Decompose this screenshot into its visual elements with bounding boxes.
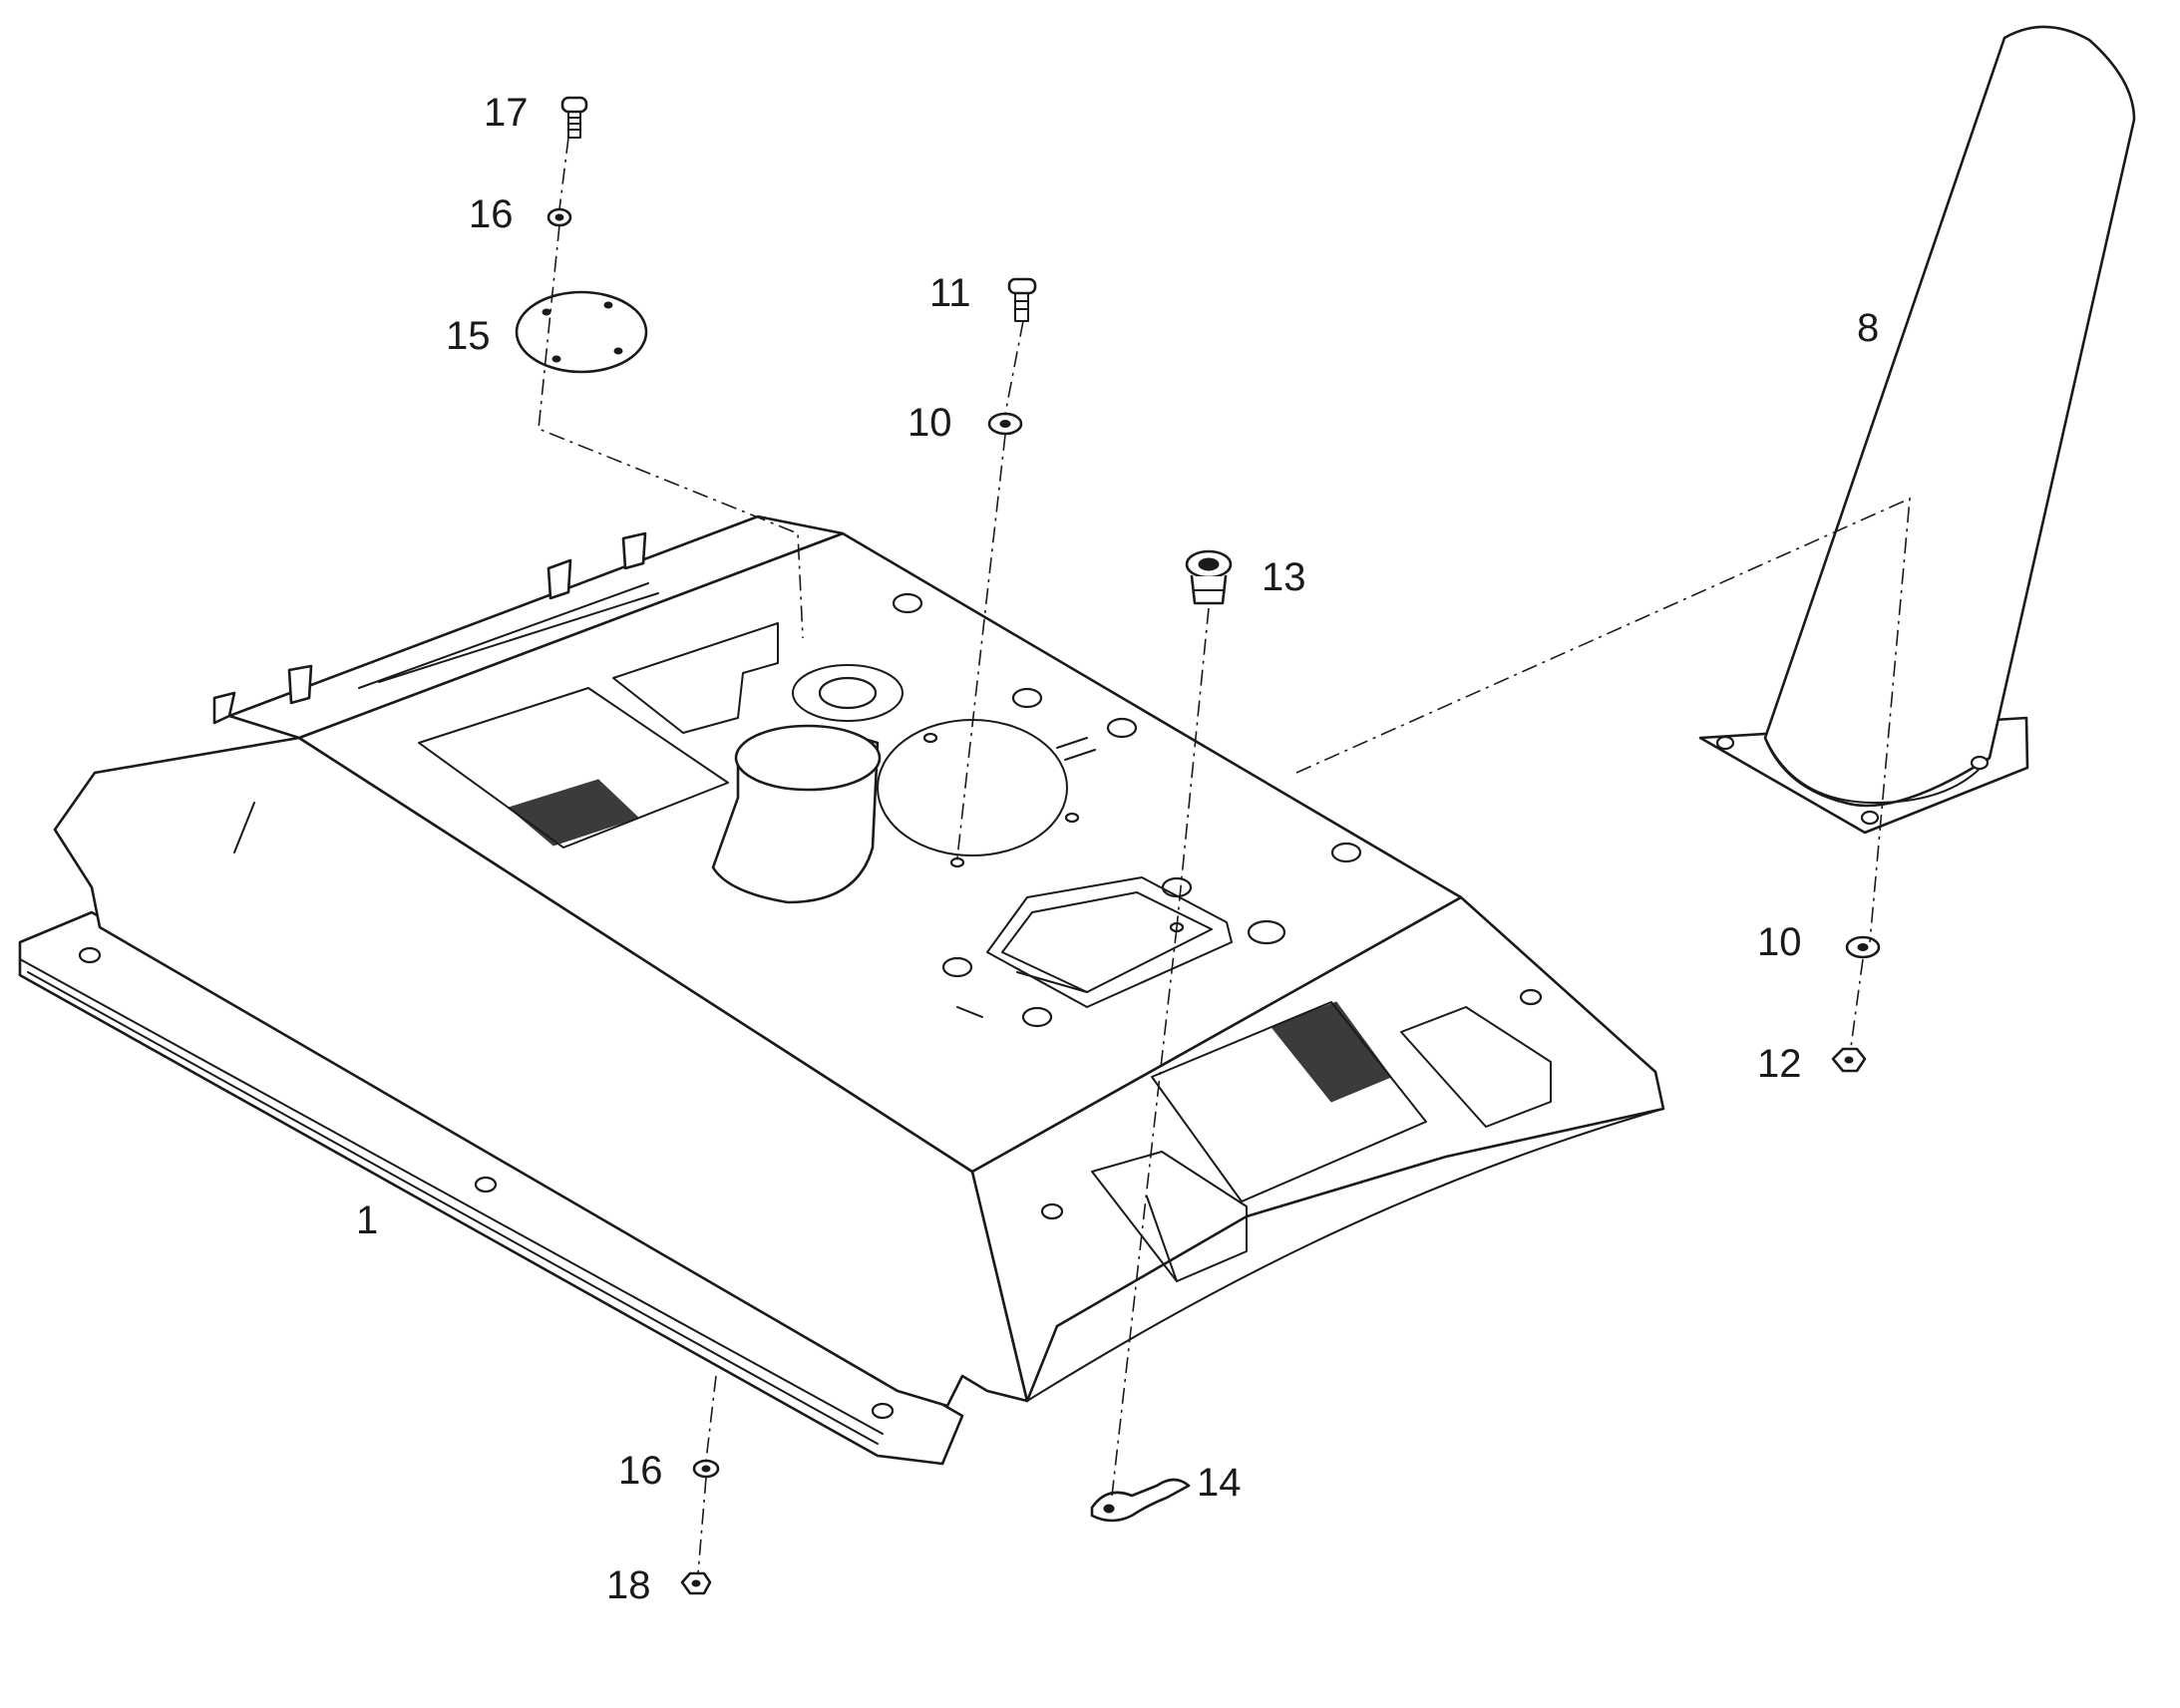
callout-14: 14 [1197,1461,1242,1505]
part-16-washer-top [546,207,572,227]
callout-13: 13 [1262,555,1306,599]
part-13-grommet [1185,549,1233,605]
callout-labels: 1 8 10 10 11 12 13 14 15 16 16 17 18 [356,91,1879,1607]
callout-10-lower: 10 [1757,920,1802,964]
part-14-clip [1090,1478,1191,1523]
assembly-leader-lines [538,137,1911,1574]
part-8-exhaust-pipe [1698,25,2136,835]
callout-1: 1 [356,1198,378,1242]
callout-15: 15 [446,314,491,358]
mesh-vent-left [507,779,639,847]
callout-11: 11 [929,271,971,315]
part-1-cover-panel [18,514,1665,1466]
callout-12: 12 [1757,1042,1802,1086]
callout-16-top: 16 [469,192,514,236]
part-12-nut [1831,1047,1867,1073]
mesh-vent-right [1271,1001,1392,1103]
callout-16-bottom: 16 [618,1449,663,1493]
part-17-bolt [560,96,588,139]
part-10-washer-lower [1845,935,1881,959]
callout-17: 17 [484,91,529,135]
part-15-cover-disc [515,290,648,374]
part-18-nut [680,1571,712,1595]
callout-10-upper: 10 [908,401,952,445]
part-16-washer-bottom [692,1459,720,1479]
callout-8: 8 [1857,306,1879,350]
part-10-washer-upper [987,412,1023,436]
part-11-bolt [1007,277,1037,322]
callout-18: 18 [606,1563,651,1607]
